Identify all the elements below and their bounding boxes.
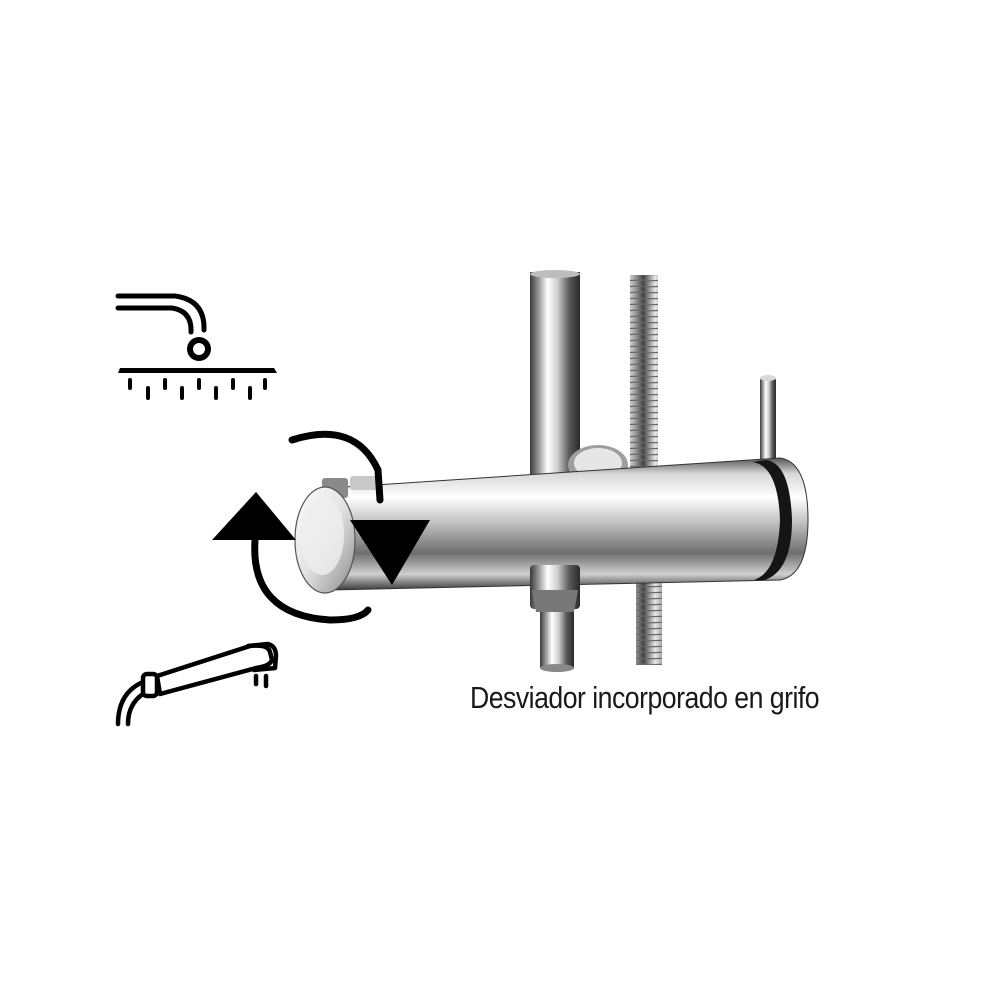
caption-text: Desviador incorporado en grifo	[470, 680, 820, 715]
flexible-hose	[630, 275, 658, 475]
riser-pipe	[530, 272, 580, 487]
rotate-arrows-icon	[212, 430, 430, 624]
overhead-shower-icon	[115, 293, 277, 400]
mixer-body	[329, 457, 809, 591]
diverter-lever	[760, 377, 776, 472]
hand-shower-icon	[115, 641, 279, 727]
shower-mixer-photo	[294, 270, 809, 672]
